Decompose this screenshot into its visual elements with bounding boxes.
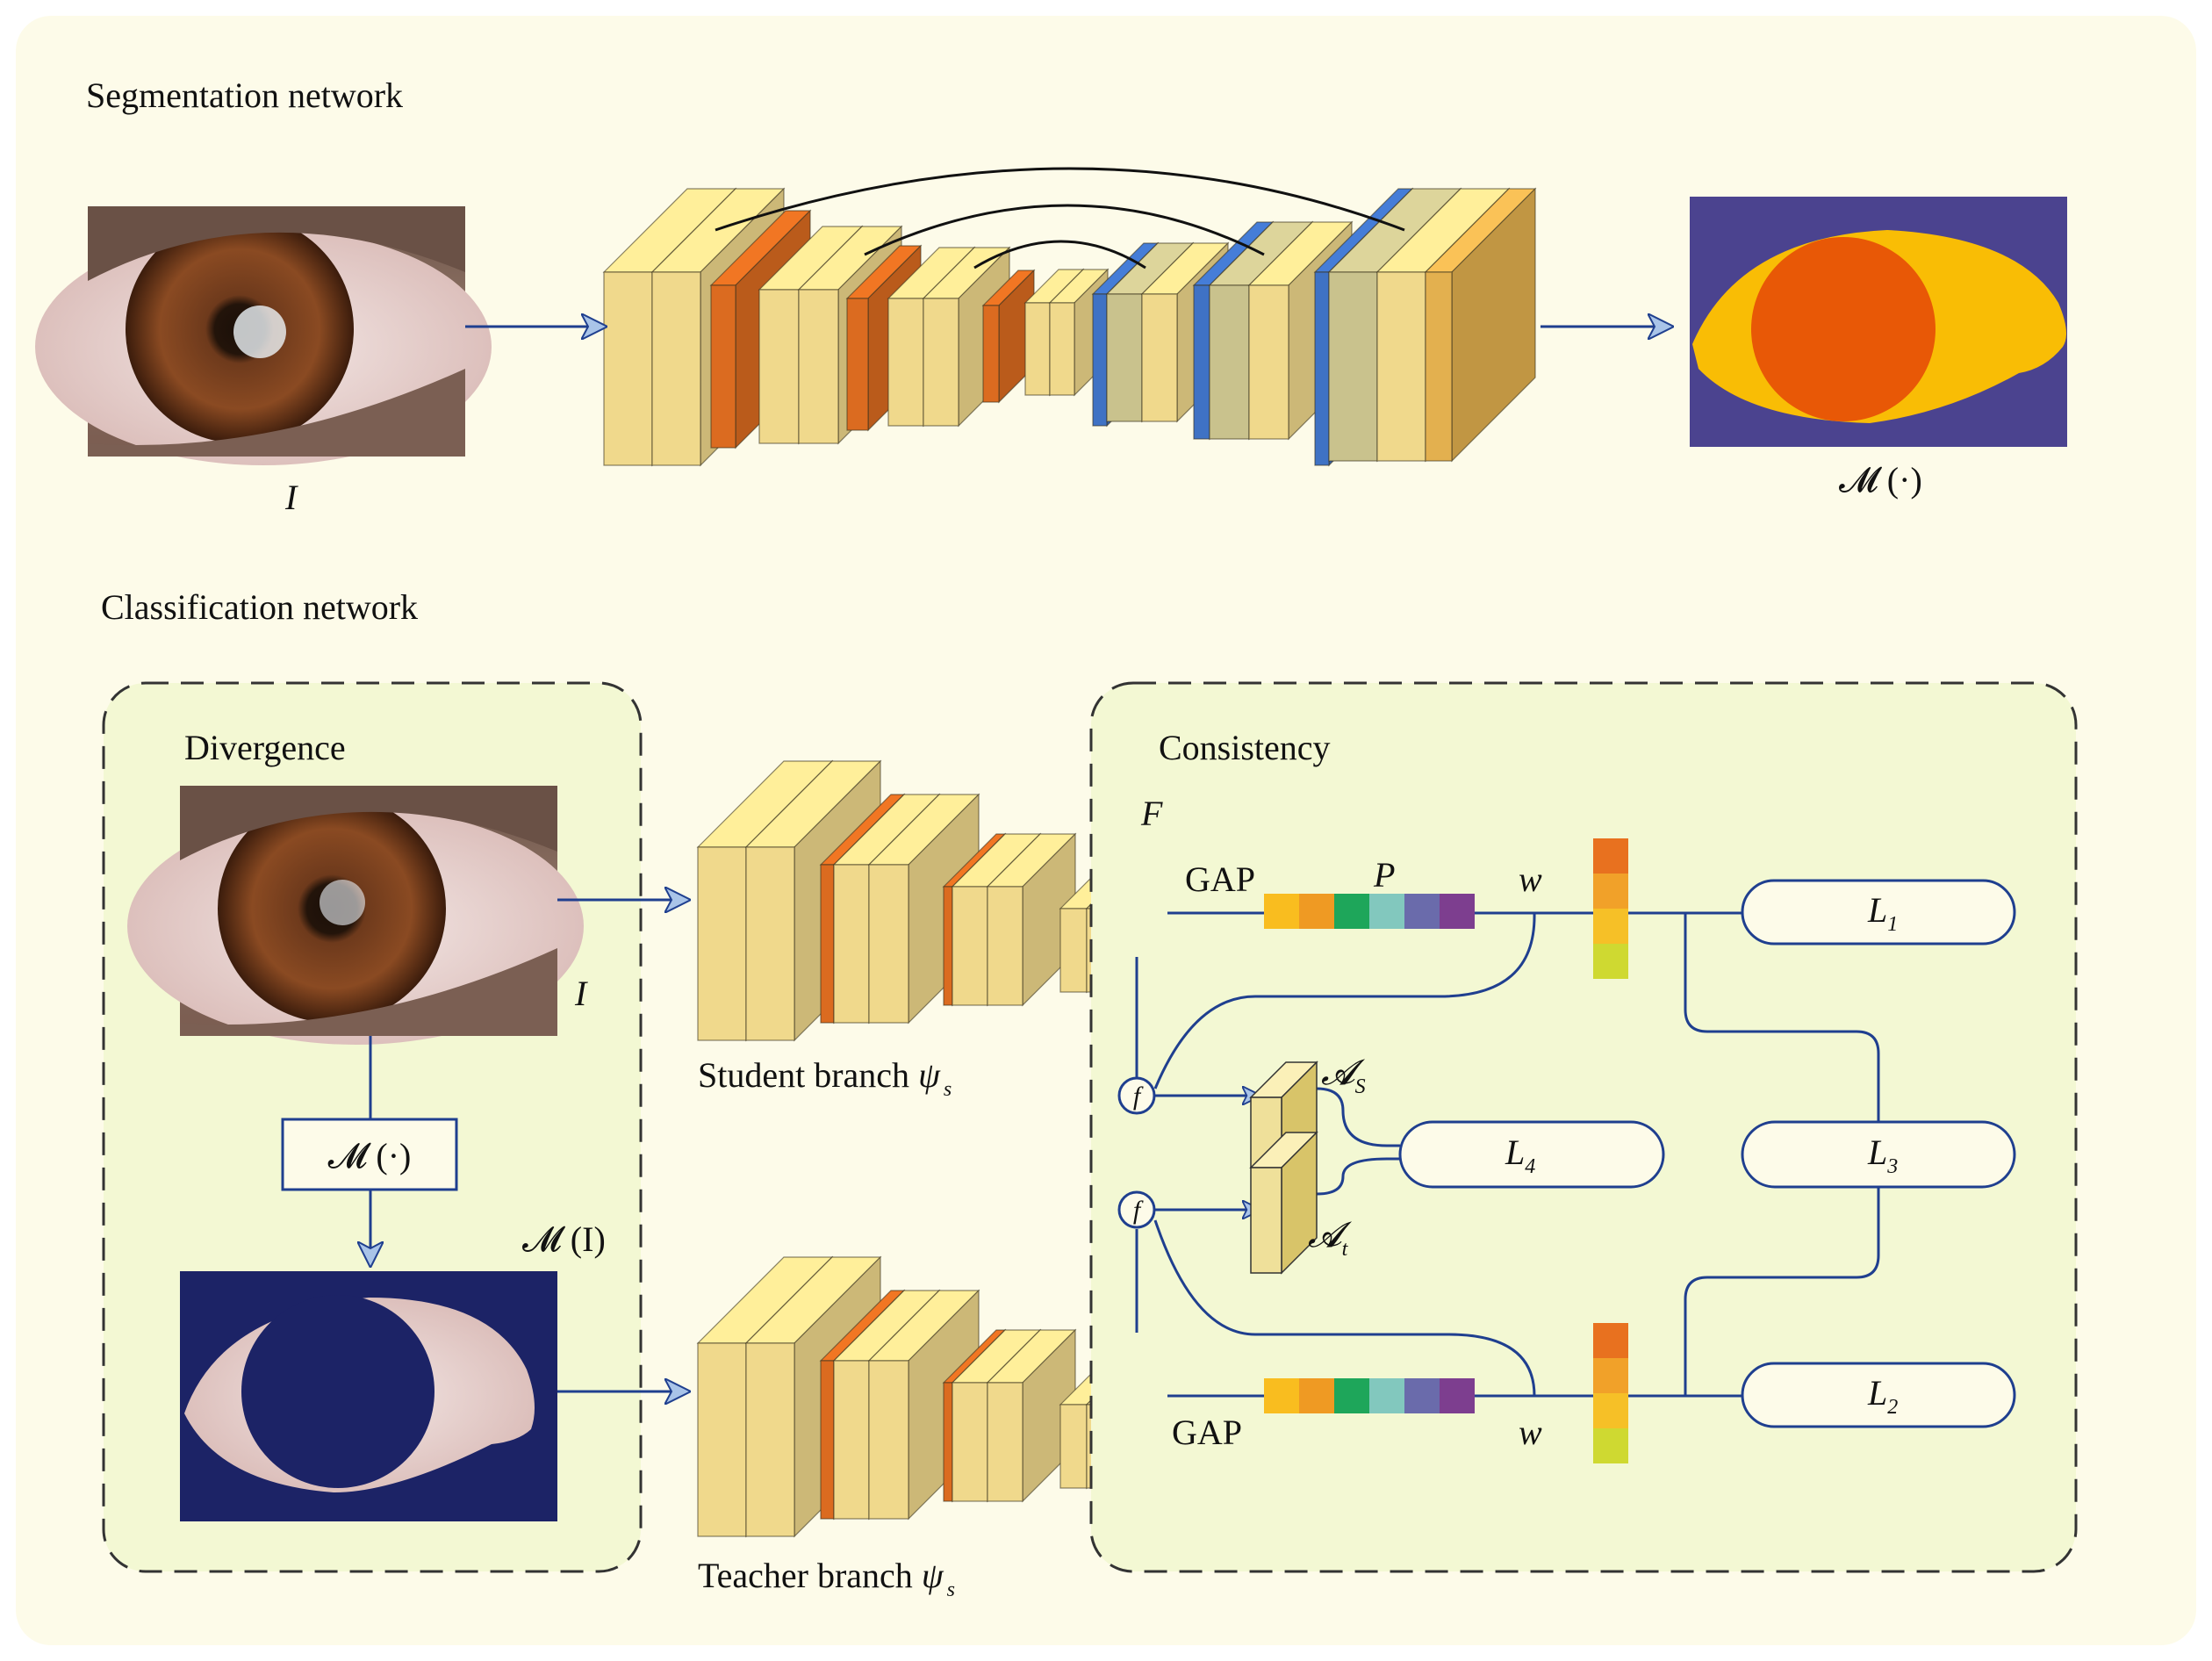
loss-l2-label: L2	[1867, 1373, 1898, 1419]
loss-l4-main: L	[1505, 1132, 1525, 1172]
weight-top-label: w	[1519, 859, 1542, 899]
teacher-branch-name: Teacher branch	[698, 1556, 922, 1595]
pred-bottom-cell-1	[1593, 1323, 1628, 1358]
segmentation-encoder-decoder	[602, 187, 1537, 467]
pooled-bottom-cell-2	[1299, 1378, 1334, 1413]
pooled-top-cell-5	[1404, 894, 1440, 929]
weight-top-to-f	[1153, 912, 1536, 1089]
pooled-bottom-cell-4	[1369, 1378, 1404, 1413]
pred-bottom-to-l3	[1684, 1187, 1880, 1396]
loss-l2-main: L	[1867, 1373, 1887, 1413]
skip-connections	[715, 167, 1405, 270]
attention-map-teacher	[1249, 1131, 1318, 1275]
divergence-title: Divergence	[184, 728, 346, 767]
segmentation-output-label: 𝓜 (·)	[1839, 460, 1922, 500]
teacher-branch-subscript: s	[947, 1578, 955, 1601]
loss-l3-box: L3	[1741, 1120, 2016, 1189]
student-branch-symbol: ψ	[918, 1055, 941, 1095]
pooled-bottom-cell-5	[1404, 1378, 1440, 1413]
pooled-bottom-cell-1	[1264, 1378, 1299, 1413]
attention-s-sub: S	[1355, 1075, 1366, 1098]
attention-connectors	[1135, 912, 1536, 1397]
skip-connection-middle	[864, 204, 1265, 256]
teacher-blocks-layer-8	[986, 1328, 1077, 1503]
attention-t-to-l4	[1316, 1157, 1400, 1196]
loss-l1-label: L1	[1867, 890, 1898, 936]
loss-l1-main: L	[1867, 890, 1887, 930]
segmentation-input-label: I	[284, 478, 298, 517]
loss-l4-label: L4	[1505, 1132, 1535, 1178]
divergence-input-label: I	[574, 974, 588, 1013]
teacher-branch-symbol: ψ	[922, 1556, 944, 1595]
masked-image-label: 𝓜 (I)	[522, 1219, 606, 1259]
loss-l1-box: L1	[1741, 879, 2016, 946]
loss-l3-main: L	[1867, 1132, 1887, 1172]
attention-s-to-l4	[1316, 1087, 1400, 1147]
student-branch-network	[696, 759, 1181, 1042]
pooled-vector-top	[1264, 894, 1475, 929]
pooled-vector-label: P	[1373, 855, 1395, 895]
pred-bottom-cell-3	[1593, 1393, 1628, 1428]
attention-function-top	[1117, 1076, 1156, 1115]
feature-map-label: F	[1140, 794, 1163, 833]
mask-operator-box	[281, 1118, 458, 1191]
gap-bottom-label: GAP	[1172, 1413, 1242, 1452]
pred-bottom-cell-2	[1593, 1358, 1628, 1393]
pooled-top-cell-6	[1440, 894, 1475, 929]
attention-t-sub: t	[1342, 1238, 1349, 1261]
weight-bottom-label: w	[1519, 1413, 1542, 1452]
segmentation-output-map	[1690, 197, 2067, 447]
classification-title: Classification network	[101, 587, 418, 627]
mask-operator-label: 𝓜 (·)	[328, 1136, 412, 1176]
weight-bottom-to-f	[1153, 1219, 1536, 1397]
pooled-top-cell-3	[1334, 894, 1369, 929]
skip-connection-outer	[715, 167, 1405, 232]
attention-function-bottom	[1117, 1190, 1156, 1229]
pooled-vector-bottom	[1264, 1378, 1475, 1413]
pred-top-cell-2	[1593, 874, 1628, 909]
pred-top-cell-4	[1593, 944, 1628, 979]
loss-l3-label: L3	[1867, 1132, 1898, 1178]
pred-top-cell-3	[1593, 909, 1628, 944]
segmentation-input-eye-image	[35, 206, 492, 465]
pooled-top-cell-4	[1369, 894, 1404, 929]
pooled-top-cell-2	[1299, 894, 1334, 929]
pooled-top-cell-1	[1264, 894, 1299, 929]
divergence-input-eye-image	[127, 786, 584, 1045]
loss-l1-sub: 1	[1887, 913, 1898, 936]
pred-bottom-cell-4	[1593, 1428, 1628, 1463]
seg-layer-21	[1424, 187, 1537, 463]
loss-l4-sub: 4	[1525, 1155, 1535, 1178]
gap-top-label: GAP	[1185, 859, 1255, 899]
consistency-title: Consistency	[1159, 728, 1331, 767]
loss-l4-box: L4	[1398, 1120, 1665, 1189]
prediction-vector-bottom	[1593, 1323, 1628, 1463]
segmentation-title: Segmentation network	[86, 76, 403, 115]
loss-l2-sub: 2	[1887, 1396, 1898, 1419]
loss-l3-sub: 3	[1886, 1155, 1898, 1178]
pooled-bottom-cell-6	[1440, 1378, 1475, 1413]
loss-connectors	[1628, 911, 1880, 1398]
student-branch-subscript: s	[944, 1078, 952, 1101]
prediction-vector-top	[1593, 838, 1628, 979]
masked-eye-image	[180, 1271, 557, 1521]
student-branch-name: Student branch	[698, 1055, 918, 1095]
pred-top-to-l3	[1684, 913, 1880, 1122]
loss-l2-box: L2	[1741, 1362, 2016, 1428]
pred-top-cell-1	[1593, 838, 1628, 874]
skip-connection-inner	[973, 240, 1146, 270]
pooled-bottom-cell-3	[1334, 1378, 1369, 1413]
